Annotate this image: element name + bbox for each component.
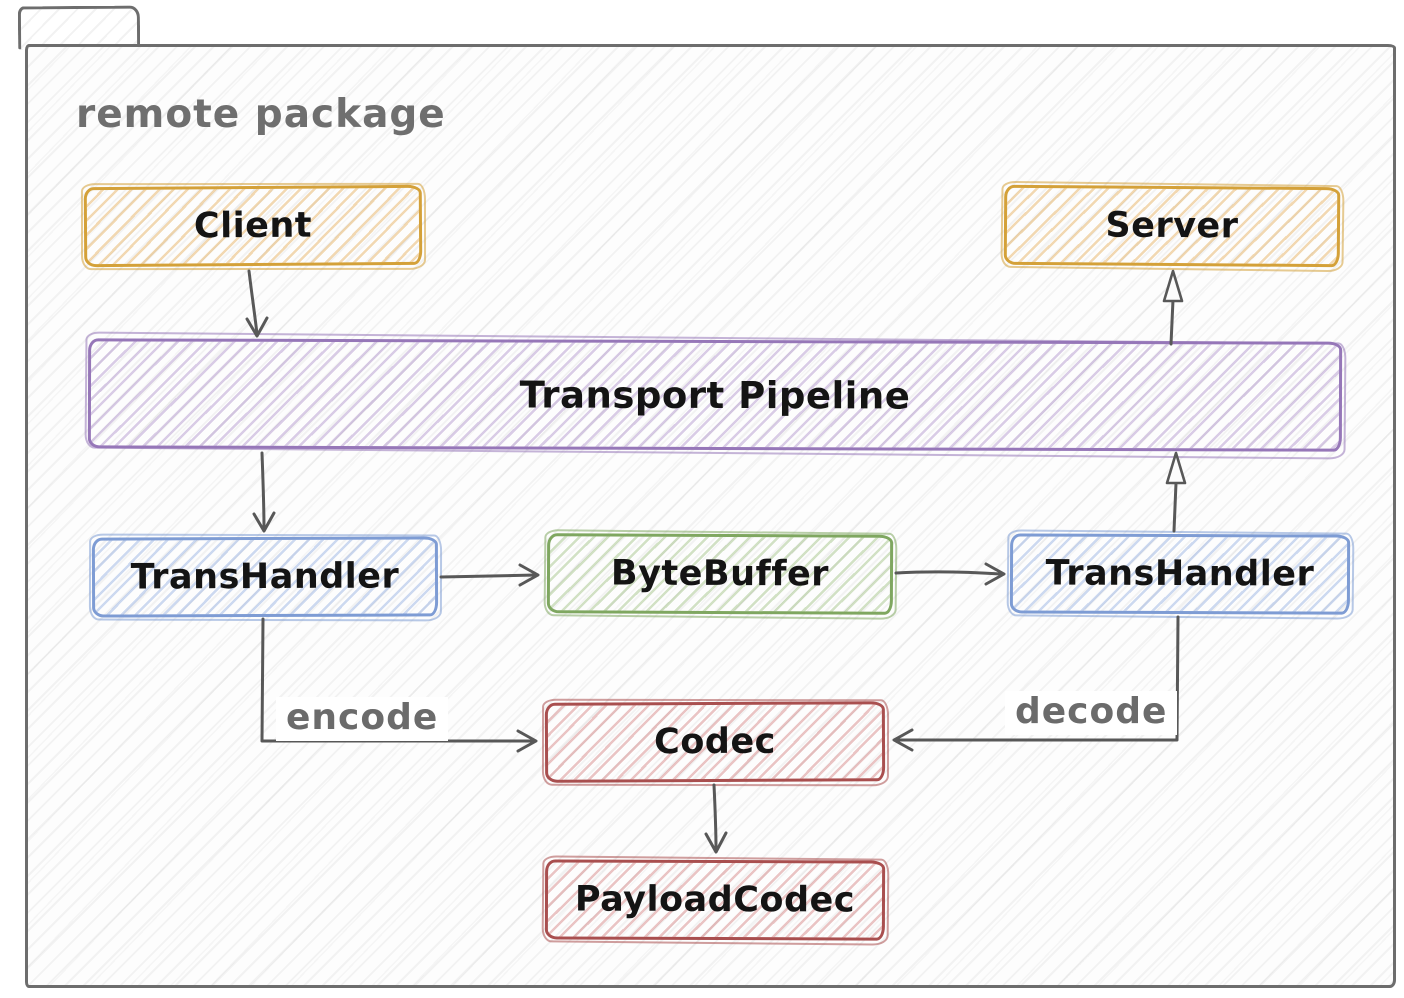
node-server: Server xyxy=(1003,184,1341,268)
node-transport-pipeline: Transport Pipeline xyxy=(87,338,1343,452)
node-transhandler-right: TransHandler xyxy=(1009,533,1351,615)
edge-label-decode: decode xyxy=(1005,691,1178,735)
node-payloadcodec: PayloadCodec xyxy=(544,859,886,941)
node-server-label: Server xyxy=(1105,205,1239,247)
node-bytebuffer: ByteBuffer xyxy=(546,533,894,615)
package-tab xyxy=(17,5,141,50)
node-payloadcodec-label: PayloadCodec xyxy=(574,879,856,921)
node-transhandler-left: TransHandler xyxy=(91,536,439,618)
node-bytebuffer-label: ByteBuffer xyxy=(610,553,830,595)
edge-label-encode: encode xyxy=(276,697,449,741)
node-transport-pipeline-label: Transport Pipeline xyxy=(519,372,911,418)
node-codec-label: Codec xyxy=(654,721,776,763)
node-codec: Codec xyxy=(544,701,886,783)
node-client-label: Client xyxy=(193,205,313,247)
node-transhandler-left-label: TransHandler xyxy=(130,556,400,598)
node-transhandler-right-label: TransHandler xyxy=(1045,553,1315,595)
node-client: Client xyxy=(83,184,423,268)
package-title: remote package xyxy=(76,92,446,137)
